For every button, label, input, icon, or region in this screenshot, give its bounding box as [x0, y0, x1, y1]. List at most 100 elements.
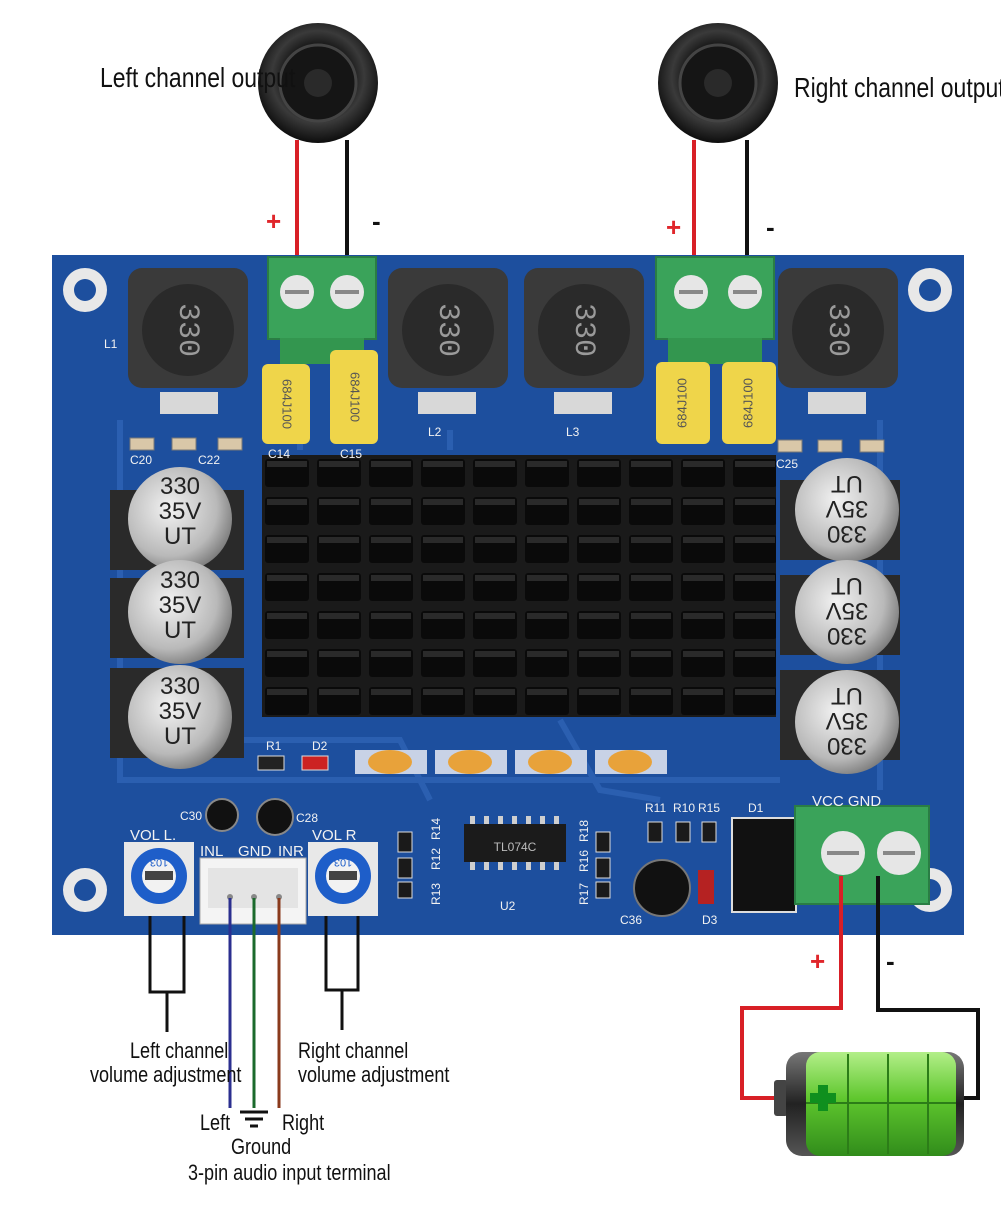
- right-output-label: Right channel output: [794, 72, 1001, 103]
- svg-text:330: 330: [827, 520, 867, 547]
- svg-text:330: 330: [160, 473, 200, 500]
- input-right-label: Right: [282, 1110, 325, 1135]
- left-minus-sign: -: [372, 206, 381, 236]
- capacitor-c36: [633, 859, 691, 917]
- svg-text:R16: R16: [577, 850, 591, 872]
- left-volume-label-1: Left channel: [130, 1038, 229, 1063]
- svg-text:VOL R: VOL R: [312, 827, 357, 844]
- svg-text:UT: UT: [164, 523, 196, 550]
- svg-text:INR: INR: [278, 843, 304, 860]
- left-volume-leader: [148, 916, 186, 1032]
- right-volume-label-2: volume adjustment: [298, 1062, 450, 1087]
- audio-input-connector: [199, 857, 307, 925]
- svg-text:35V: 35V: [159, 592, 202, 619]
- svg-text:330: 330: [566, 303, 600, 357]
- svg-text:UT: UT: [164, 723, 196, 750]
- svg-text:684J100: 684J100: [348, 372, 363, 422]
- right-volume-leader: [324, 916, 360, 1030]
- svg-text:UT: UT: [831, 572, 863, 599]
- power-input-terminal: [794, 805, 930, 905]
- ground-symbol-icon: [240, 1110, 268, 1128]
- svg-text:GND: GND: [238, 843, 272, 860]
- svg-text:D3: D3: [702, 913, 718, 927]
- diode-d1: [731, 817, 797, 913]
- svg-text:684J100: 684J100: [280, 379, 295, 429]
- svg-text:C14: C14: [268, 447, 290, 461]
- svg-text:35V: 35V: [159, 698, 202, 725]
- cap-markings-left: 330 35V UT 330 35V UT 330 35V UT: [159, 473, 202, 750]
- electrolytic-caps-left: [110, 467, 244, 769]
- svg-text:R1: R1: [266, 739, 282, 753]
- svg-text:VCC GND: VCC GND: [812, 793, 881, 810]
- left-output-label: Left channel output: [100, 62, 296, 93]
- svg-text:TL074C: TL074C: [494, 840, 537, 854]
- svg-text:35V: 35V: [826, 495, 869, 522]
- inductor-l1: 330: [128, 268, 248, 414]
- svg-text:330: 330: [827, 732, 867, 759]
- svg-text:35V: 35V: [159, 498, 202, 525]
- mounting-holes: [63, 268, 952, 912]
- battery-icon: [774, 1052, 964, 1156]
- power-plus-wire: [740, 876, 843, 1100]
- heatsink: [262, 455, 776, 717]
- svg-text:L2: L2: [428, 425, 442, 439]
- ic-u2: TL074C: [464, 816, 566, 870]
- svg-text:D1: D1: [748, 801, 764, 815]
- cap-markings-right: 330 35V UT 330 35V UT 330 35V UT: [826, 470, 869, 759]
- svg-text:C22: C22: [198, 453, 220, 467]
- input-ground-label: Ground: [231, 1134, 292, 1159]
- svg-text:UT: UT: [831, 470, 863, 497]
- svg-text:103: 103: [150, 856, 168, 868]
- inductor-l4: 330: [778, 268, 898, 414]
- left-plus-sign: +: [266, 206, 282, 236]
- svg-text:UT: UT: [831, 682, 863, 709]
- svg-text:330: 330: [160, 673, 200, 700]
- svg-text:R13: R13: [429, 883, 443, 905]
- svg-text:330: 330: [430, 303, 464, 357]
- svg-text:U2: U2: [500, 899, 516, 913]
- svg-text:R11: R11: [645, 801, 666, 815]
- svg-text:C28: C28: [296, 811, 318, 825]
- svg-text:L3: L3: [566, 425, 580, 439]
- amplifier-board: 330 330 330 330: [52, 255, 964, 935]
- svg-text:330: 330: [160, 567, 200, 594]
- svg-text:R15: R15: [698, 801, 720, 815]
- svg-text:VOL L.: VOL L.: [130, 827, 176, 844]
- svg-text:C36: C36: [620, 913, 642, 927]
- power-minus-sign: -: [886, 946, 895, 976]
- right-minus-sign: -: [766, 212, 775, 242]
- svg-text:D2: D2: [312, 739, 328, 753]
- left-volume-label-2: volume adjustment: [90, 1062, 242, 1087]
- input-terminal-label: 3-pin audio input terminal: [188, 1160, 391, 1185]
- svg-text:330: 330: [827, 622, 867, 649]
- ceramic-caps: [355, 750, 667, 774]
- svg-text:INL: INL: [200, 843, 223, 860]
- svg-text:R10: R10: [673, 801, 695, 815]
- right-output-terminal: [655, 256, 775, 364]
- svg-text:C25: C25: [776, 457, 798, 471]
- svg-text:C30: C30: [180, 809, 202, 823]
- svg-text:R12: R12: [429, 848, 443, 870]
- right-speaker-icon: [658, 23, 778, 143]
- svg-text:R14: R14: [429, 818, 443, 840]
- left-volume-pot: [124, 842, 194, 916]
- svg-text:684J100: 684J100: [740, 378, 755, 428]
- svg-text:C20: C20: [130, 453, 152, 467]
- left-output-terminal: [267, 256, 377, 364]
- power-plus-sign: +: [810, 946, 826, 976]
- svg-text:35V: 35V: [826, 597, 869, 624]
- right-volume-pot: [308, 842, 378, 916]
- svg-text:R17: R17: [577, 883, 591, 905]
- electrolytic-caps-right: [780, 458, 900, 774]
- power-minus-wire: [876, 876, 980, 1100]
- svg-text:UT: UT: [164, 617, 196, 644]
- svg-text:C15: C15: [340, 447, 362, 461]
- right-volume-label-1: Right channel: [298, 1038, 409, 1063]
- svg-text:35V: 35V: [826, 707, 869, 734]
- svg-text:L1: L1: [104, 337, 118, 351]
- small-electrolytics: [205, 798, 294, 836]
- svg-text:330: 330: [820, 303, 854, 357]
- svg-text:684J100: 684J100: [674, 378, 689, 428]
